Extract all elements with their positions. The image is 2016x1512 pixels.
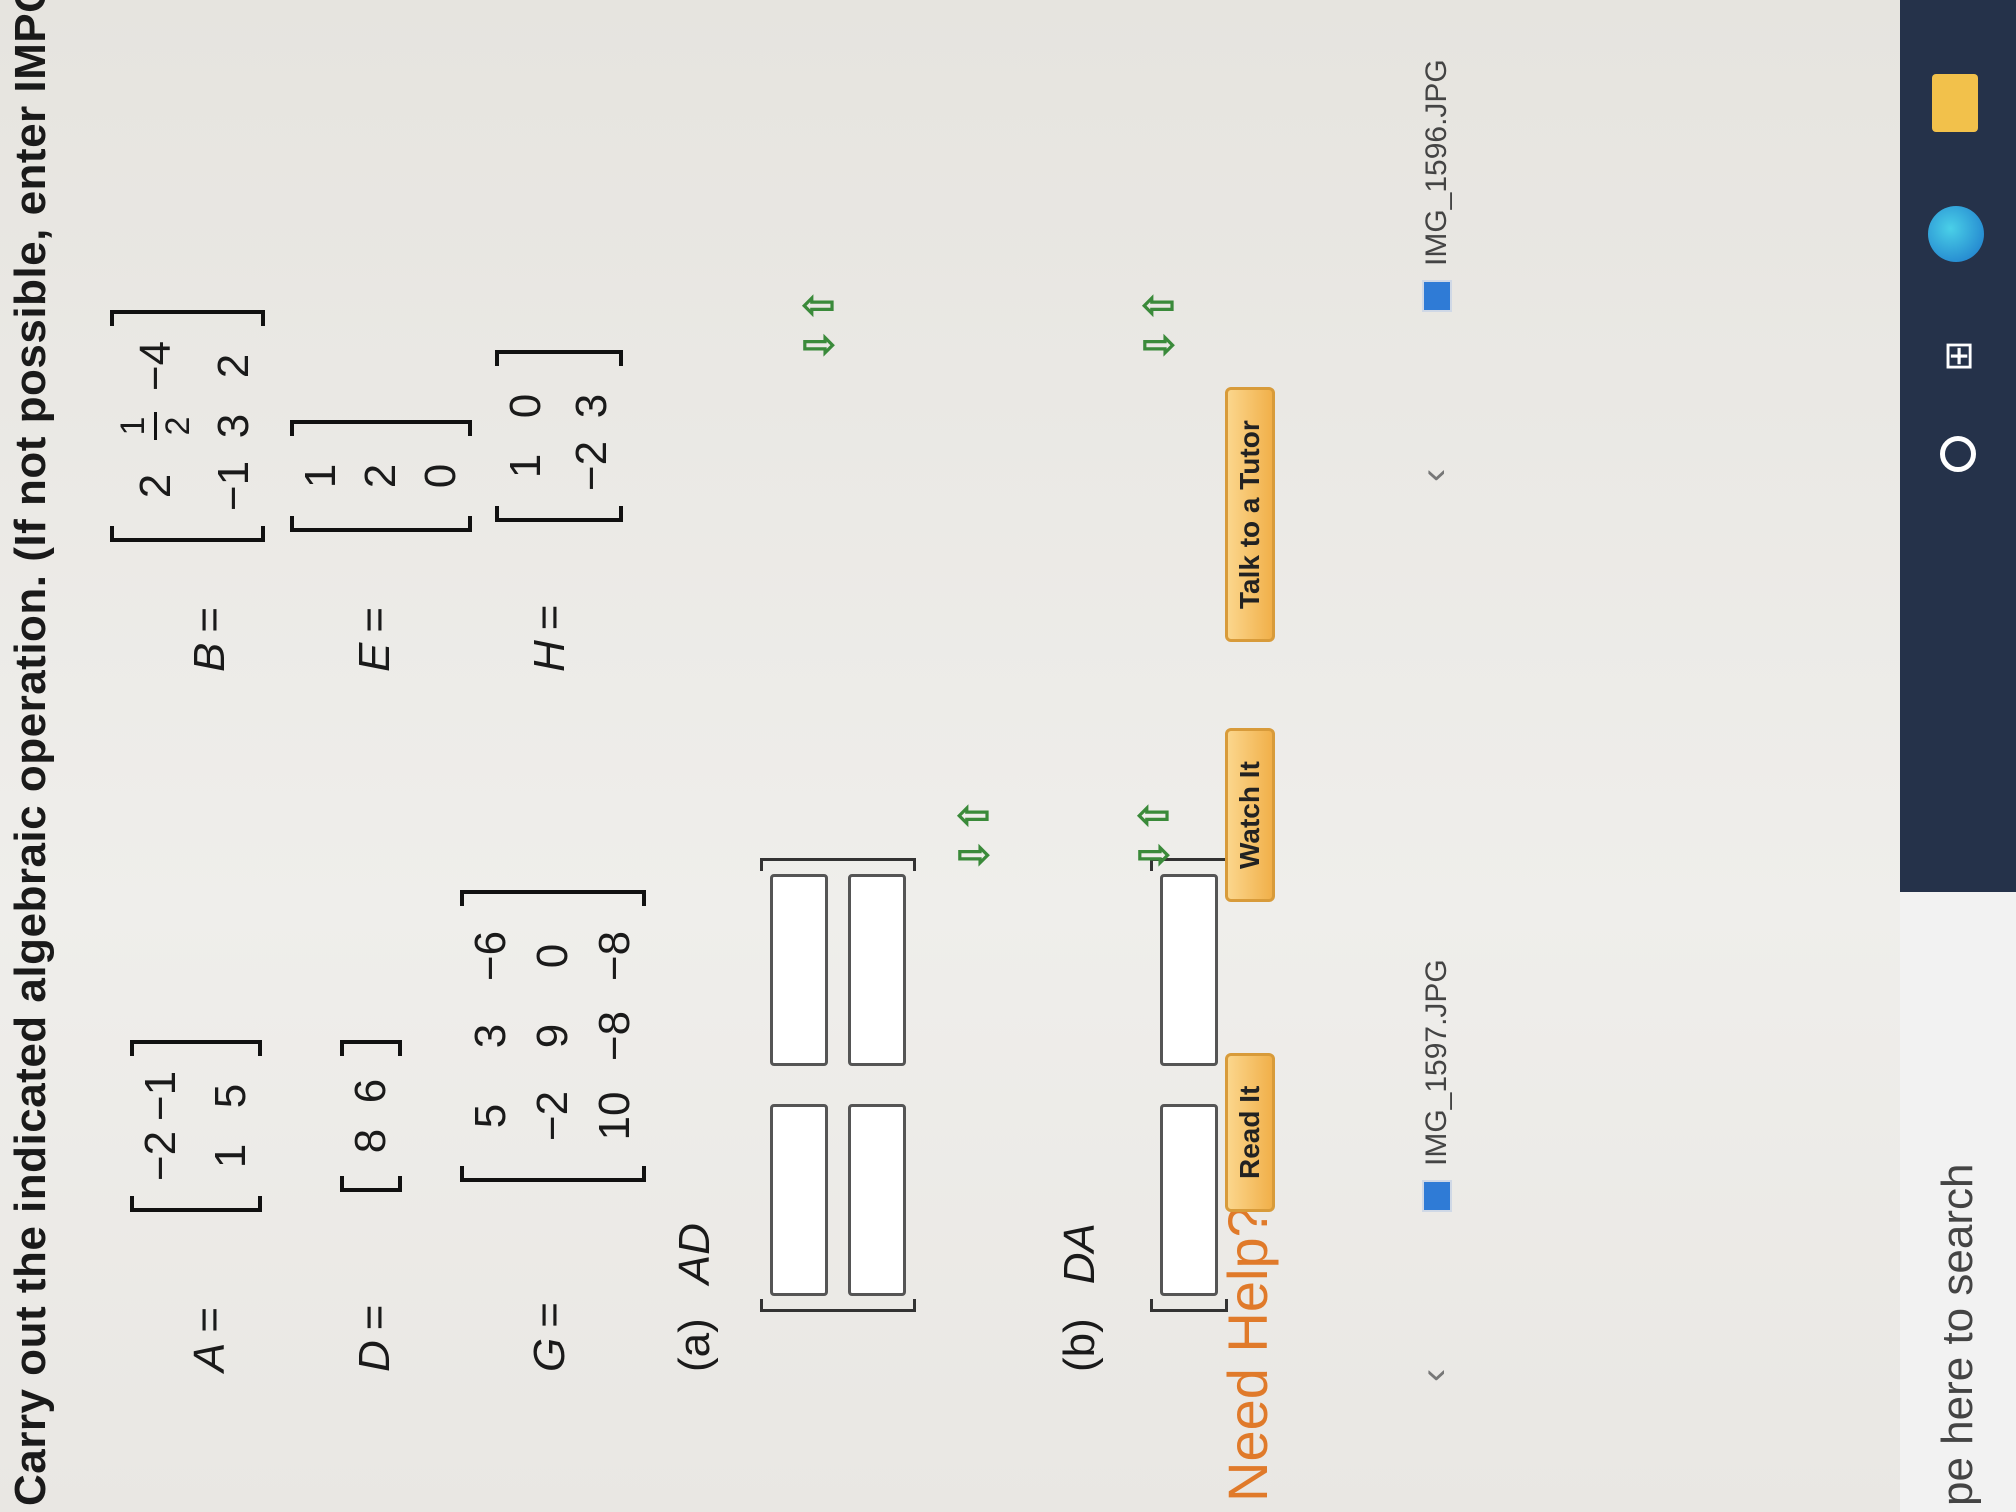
- part-b-label: (b)DA: [1055, 1223, 1104, 1372]
- chevron-up-icon[interactable]: ‹: [1412, 468, 1456, 482]
- edge-browser-icon[interactable]: [1928, 206, 1984, 262]
- image-file-icon: [1422, 1180, 1452, 1212]
- da-column-resize-icon[interactable]: ⇩⇧: [1133, 792, 1177, 872]
- label-h: H=: [525, 604, 574, 672]
- part-a-label: (a)AD: [670, 1223, 719, 1372]
- windows-taskbar: pe here to search ⊞: [1900, 0, 2016, 1512]
- read-it-button[interactable]: Read It: [1225, 1052, 1275, 1212]
- task-view-icon[interactable]: ⊞: [1938, 340, 1980, 372]
- chevron-left-icon[interactable]: ‹: [1412, 1368, 1456, 1382]
- download-item-1596[interactable]: IMG_1596.JPG: [1420, 59, 1454, 312]
- need-help-title: Need Help?: [1216, 1206, 1279, 1502]
- ad-entry-2-1[interactable]: [848, 1104, 906, 1296]
- da-row-resize-icon[interactable]: ⇩⇧: [1138, 282, 1182, 362]
- watch-it-button[interactable]: Watch It: [1225, 728, 1275, 902]
- da-entry-1-1[interactable]: [1160, 1104, 1218, 1296]
- file-explorer-icon[interactable]: [1932, 74, 1978, 132]
- image-file-icon: [1422, 280, 1452, 312]
- da-entry-1-2[interactable]: [1160, 874, 1218, 1066]
- download-item-1597[interactable]: IMG_1597.JPG: [1420, 959, 1454, 1212]
- ad-column-resize-icon[interactable]: ⇩⇧: [953, 792, 997, 872]
- cortana-icon[interactable]: [1940, 436, 1976, 472]
- label-e: E=: [350, 606, 399, 672]
- downloads-bar: ‹ IMG_1597.JPG ‹ IMG_1596.JPG: [1390, 0, 1510, 1512]
- taskbar-search-box[interactable]: pe here to search: [1900, 892, 2016, 1512]
- answer-matrix-ad: [760, 858, 916, 1312]
- ad-entry-2-2[interactable]: [848, 874, 906, 1066]
- talk-to-tutor-button[interactable]: Talk to a Tutor: [1225, 387, 1275, 642]
- ad-entry-1-2[interactable]: [770, 874, 828, 1066]
- instruction-text: Carry out the indicated algebraic operat…: [6, 0, 55, 1506]
- label-g: G=: [525, 1302, 574, 1372]
- label-a: A=: [185, 1306, 234, 1372]
- ad-entry-1-1[interactable]: [770, 1104, 828, 1296]
- label-b: B=: [185, 606, 234, 672]
- ad-row-resize-icon[interactable]: ⇩⇧: [798, 282, 842, 362]
- label-d: D=: [350, 1304, 399, 1372]
